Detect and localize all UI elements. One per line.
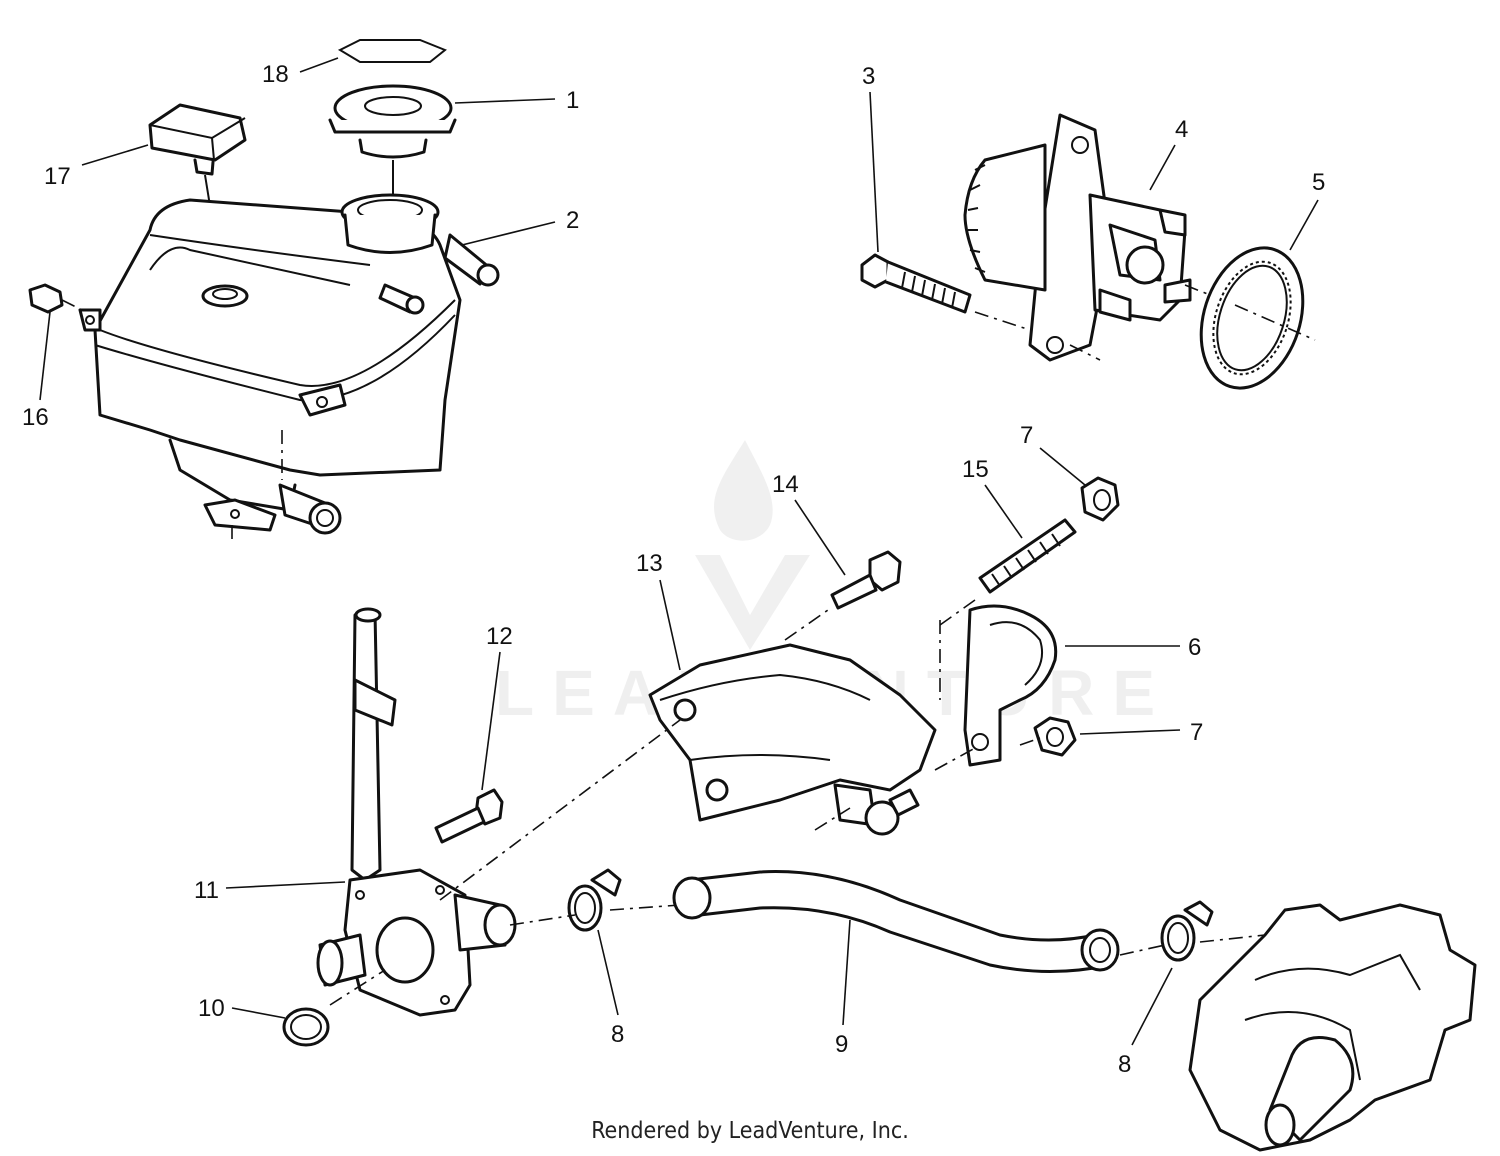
part-15-stud [939, 518, 1077, 626]
part-13-bracket [648, 643, 937, 836]
callout-6: 6 [1188, 634, 1201, 661]
part-7-nut-lower [1033, 716, 1077, 757]
callout-18: 18 [262, 61, 289, 88]
part-18-seal [337, 39, 447, 63]
callout-13: 13 [636, 550, 663, 577]
part-7-nut-upper [1080, 476, 1120, 522]
render-credit: Rendered by LeadVenture, Inc. [591, 1118, 909, 1144]
part-3-bolt [860, 253, 1031, 331]
callout-9: 9 [835, 1031, 848, 1058]
callout-7-upper: 7 [1020, 422, 1033, 449]
callout-labels: 18 1 17 2 16 3 4 5 7 15 14 13 12 6 7 11 … [22, 61, 1325, 1078]
part-8-clamp-right [1119, 900, 1266, 962]
callout-17: 17 [44, 163, 71, 190]
callout-12: 12 [486, 623, 513, 650]
part-9-hose [672, 870, 1120, 973]
callout-2: 2 [566, 207, 579, 234]
engine-housing [1188, 903, 1477, 1152]
part-8-clamp-left [509, 868, 681, 932]
callout-3: 3 [862, 63, 875, 90]
part-14-bolt [784, 550, 902, 641]
callout-10: 10 [198, 995, 225, 1022]
part-5-gasket [1199, 246, 1316, 390]
leader-lines [39, 57, 1319, 1046]
part-1-cap [328, 84, 457, 200]
callout-16: 16 [22, 404, 49, 431]
callout-4: 4 [1175, 116, 1188, 143]
callout-7-lower: 7 [1190, 719, 1203, 746]
callout-14: 14 [772, 471, 799, 498]
part-11-outlet-pipe [316, 607, 681, 1017]
part-17-sensor-cap [148, 103, 247, 281]
part-16-bolt [28, 283, 83, 314]
callout-11: 11 [194, 877, 219, 904]
part-4-water-pump [963, 113, 1236, 362]
callout-15: 15 [962, 456, 989, 483]
part-10-o-ring [282, 1007, 330, 1047]
callout-5: 5 [1312, 169, 1325, 196]
callout-8-right: 8 [1118, 1051, 1131, 1078]
callout-1: 1 [566, 87, 579, 114]
callout-8-left: 8 [611, 1021, 624, 1048]
part-2-reservoir-tank [78, 193, 500, 545]
part-12-bolt [434, 788, 504, 844]
part-6-thermostat-housing [934, 604, 1058, 771]
